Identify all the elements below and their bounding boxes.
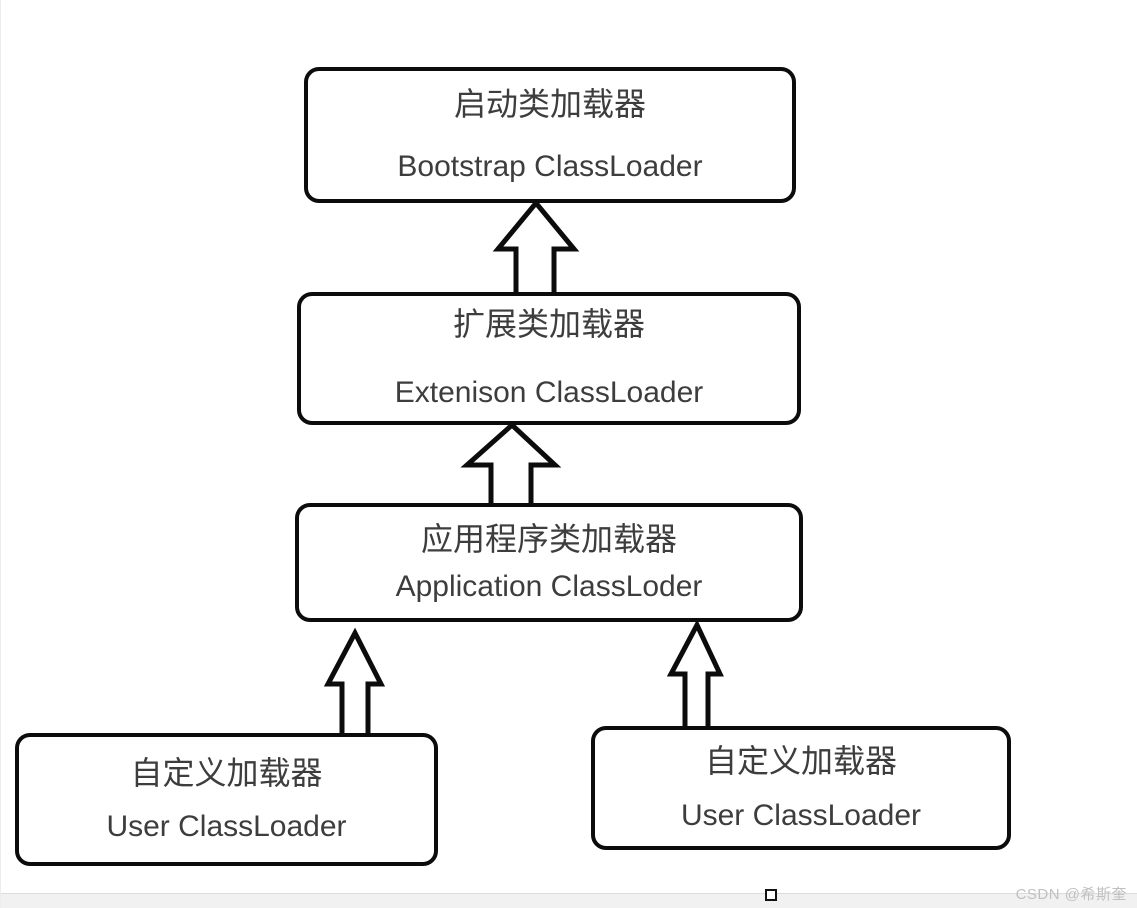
up-arrow-extension-to-bootstrap [492,199,580,296]
node-bootstrap-classloader: 启动类加载器 Bootstrap ClassLoader [304,67,796,203]
csdn-watermark: CSDN @希斯奎 [1015,886,1127,903]
up-arrow-userright-to-application [666,619,724,730]
up-arrow-application-to-extension [460,421,562,507]
node-application-classloader: 应用程序类加载器 Application ClassLoder [295,503,803,622]
selection-resize-handle[interactable] [765,889,777,901]
node-label-en: Application ClassLoder [395,569,703,603]
node-label-en: Bootstrap ClassLoader [397,149,703,183]
node-label-zh: 自定义加载器 [704,742,897,779]
node-label-zh: 应用程序类加载器 [420,520,677,557]
node-label-en: Extenison ClassLoader [394,376,704,409]
bottom-scroll-strip [1,893,1137,908]
node-user-classloader-left: 自定义加载器 User ClassLoader [15,733,438,866]
node-extension-classloader: 扩展类加载器 Extenison ClassLoader [297,292,801,425]
up-arrow-userleft-to-application [323,627,386,737]
node-label-zh: 启动类加载器 [453,85,646,122]
node-label-en: User ClassLoader [680,798,922,832]
node-user-classloader-right: 自定义加载器 User ClassLoader [591,726,1011,850]
node-label-zh: 自定义加载器 [130,754,323,791]
node-label-zh: 扩展类加载器 [452,306,645,342]
node-label-en: User ClassLoader [106,809,347,843]
